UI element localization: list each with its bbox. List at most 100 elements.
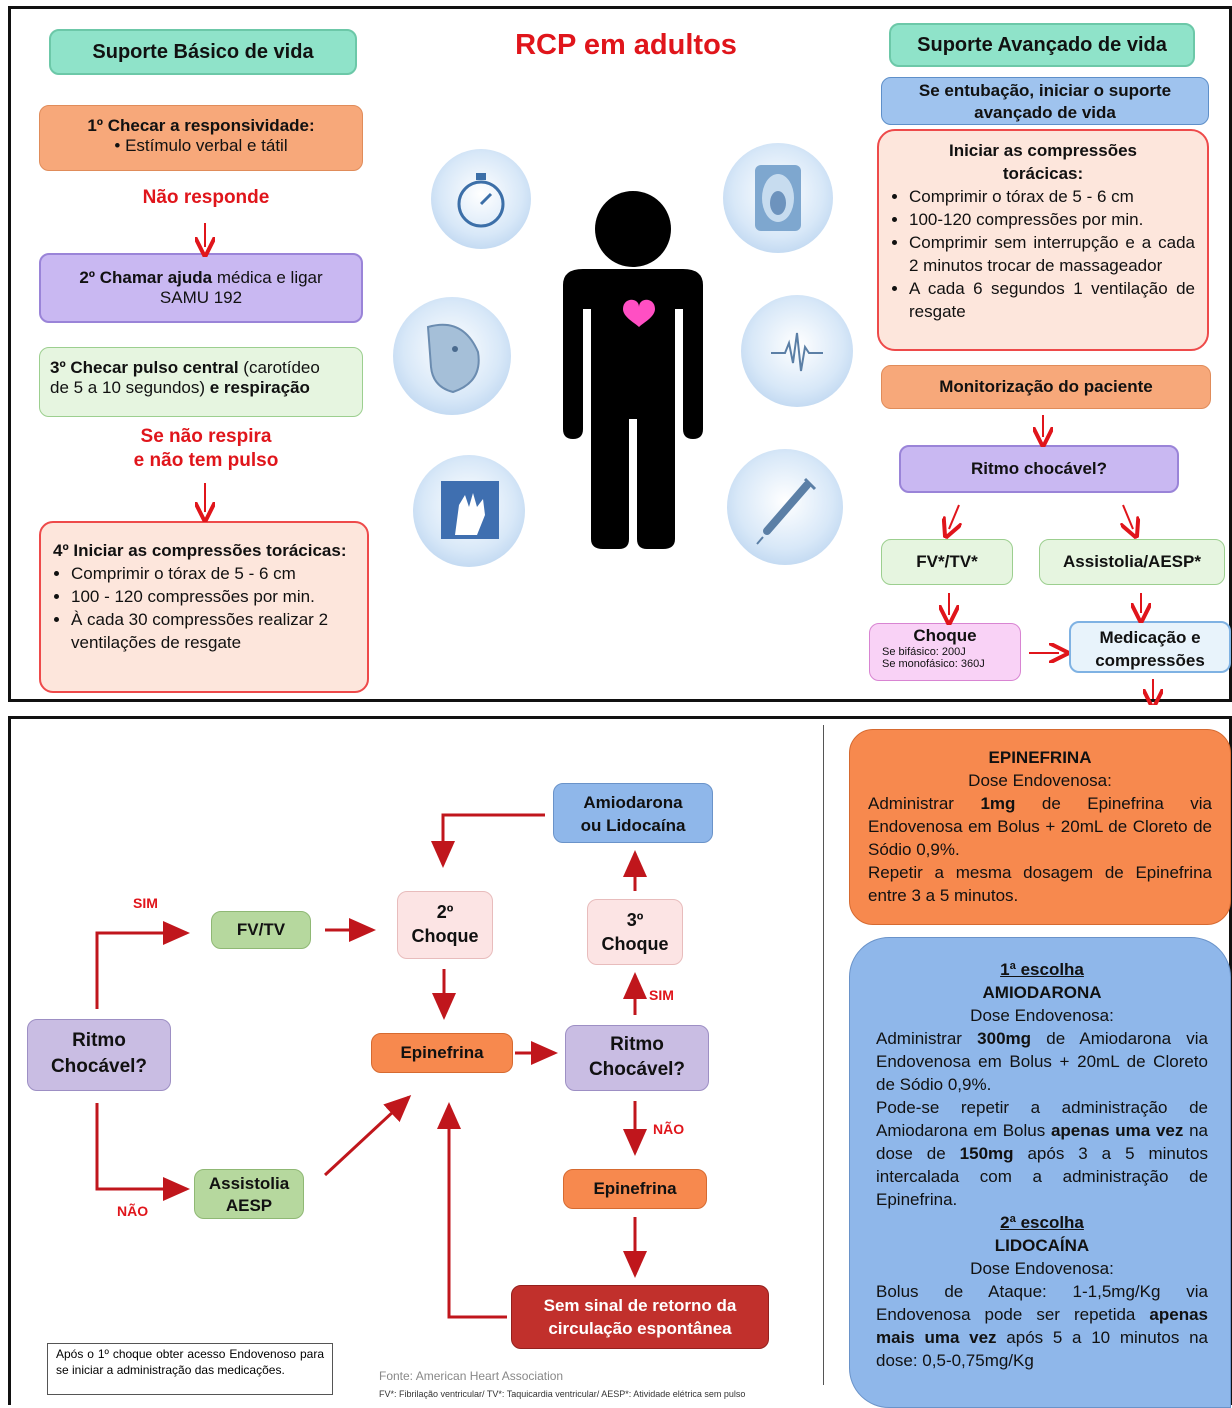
step3-bold1: 3º Checar pulso central: [50, 358, 239, 377]
rhythm-2-line1: Ritmo: [610, 1034, 664, 1055]
amiodarone-title: AMIODARONA: [982, 983, 1102, 1002]
medication-line2: compressões: [1095, 651, 1205, 670]
lidocaine-dose: Dose Endovenosa:: [970, 1259, 1114, 1278]
compressions-title: Iniciar as compressões torácicas:: [948, 141, 1138, 183]
second-shock-line2: Choque: [411, 926, 479, 946]
step4-item: À cada 30 compressões realizar 2 ventila…: [71, 608, 359, 654]
shock-title: Choque: [913, 626, 977, 645]
fvtv-bottom-box: FV/TV: [211, 911, 311, 949]
step2-line2: SAMU 192: [159, 288, 243, 307]
epinephrine-box-1: Epinefrina: [371, 1033, 513, 1073]
asystole-bottom-box: Assistolia AESP: [194, 1169, 304, 1219]
step4-box: 4º Iniciar as compressões torácicas: Com…: [39, 521, 369, 693]
step3-rest1: (carotídeo: [238, 358, 320, 377]
human-figure-icon: [563, 191, 703, 549]
rhythm-box-1: Ritmo Chocável?: [27, 1019, 171, 1091]
compressions-item: Comprimir sem interrupção e a cada 2 min…: [909, 231, 1195, 277]
shockable-rhythm-box: Ritmo chocável?: [899, 445, 1179, 493]
no-rosc-box: Sem sinal de retorno da circulação espon…: [511, 1285, 769, 1349]
xray-icon-svg: [755, 165, 801, 231]
step4-title: 4º Iniciar as compressões torácicas:: [53, 541, 347, 560]
amio-p2-bold2: 150mg: [959, 1144, 1014, 1163]
epinephrine-info-p1: Administrar 1mg de Epinefrina via Endove…: [868, 792, 1212, 861]
syringe-icon: [727, 449, 843, 565]
compressions-item: 100-120 compressões por min.: [909, 208, 1195, 231]
rhythm-2-line2: Chocável?: [588, 1059, 686, 1080]
rhythm-1-line2: Chocável?: [50, 1056, 148, 1077]
intubation-box: Se entubação, iniciar o suporte avançado…: [881, 77, 1209, 125]
vertical-divider: [823, 725, 824, 1385]
epinephrine-info-p2: Repetir a mesma dosagem de Epinefrina en…: [868, 863, 1212, 905]
shock-box: Choque Se bifásico: 200J Se monofásico: …: [869, 623, 1021, 681]
compressions-item: Comprimir o tórax de 5 - 6 cm: [909, 185, 1195, 208]
amiodarone-box: Amiodarona ou Lidocaína: [553, 783, 713, 843]
no-rosc-line1: Sem sinal de retorno da: [543, 1296, 737, 1315]
asystole-line2: AESP: [225, 1196, 273, 1215]
medication-line1: Medicação e: [1099, 628, 1201, 647]
step3-box: 3º Checar pulso central (carotídeo de 5 …: [39, 347, 363, 417]
step3-line1: 3º Checar pulso central (carotídeo: [50, 358, 362, 378]
arrow-rhythm-asystole: [1123, 504, 1133, 529]
cpr-hands-icon-svg: [441, 481, 499, 539]
rhythm-box-2: Ritmo Chocável?: [565, 1025, 709, 1091]
step1-title: 1º Checar a responsividade:: [87, 116, 315, 135]
lido-p1-pre: Bolus de Ataque: 1-1,5mg/Kg via Endoveno…: [876, 1282, 1208, 1324]
amiodarone-p1: Administrar 300mg de Amiodarona via Endo…: [876, 1027, 1208, 1096]
third-shock-line2: Choque: [601, 934, 669, 954]
second-shock-box: 2º Choque: [397, 891, 493, 959]
step2-line1: 2º Chamar ajuda médica e ligar: [41, 268, 361, 288]
step3-line2: de 5 a 10 segundos) e respiração: [50, 378, 362, 398]
amiodarone-line1: Amiodarona: [583, 793, 683, 812]
ecg-icon: [741, 295, 853, 407]
cpr-hands-icon: [413, 455, 525, 567]
fvtv-box: FV*/TV*: [881, 539, 1013, 585]
amio-p1-pre: Administrar: [876, 1029, 978, 1048]
arrow-norosc-epi: [437, 1102, 507, 1319]
step2-bold: 2º Chamar ajuda: [79, 268, 213, 287]
asystole-box: Assistolia/AESP*: [1039, 539, 1225, 585]
shock-line2: Se monofásico: 360J: [882, 658, 985, 670]
step3-bold2: e respiração: [209, 378, 310, 397]
top-panel: RCP em adultos Suporte Básico de vida 1º…: [8, 6, 1232, 702]
epinephrine-info-title: EPINEFRINA: [988, 748, 1092, 767]
amio-p2-post: após 3 a 5 minutos intercalada com a adm…: [876, 1144, 1208, 1209]
page-title: RCP em adultos: [515, 29, 737, 61]
epinephrine-box-2: Epinefrina: [563, 1169, 707, 1209]
advanced-support-header: Suporte Avançado de vida: [889, 23, 1195, 67]
amio-p2-bold1: apenas uma vez: [1050, 1121, 1184, 1140]
rhythm-1-line1: Ritmo: [72, 1030, 126, 1051]
step1-bullet: • Estímulo verbal e tátil: [114, 136, 288, 155]
basic-support-header: Suporte Básico de vida: [49, 29, 357, 75]
note-box: Após o 1º choque obter acesso Endovenoso…: [47, 1343, 333, 1395]
xray-icon: [723, 143, 833, 253]
stopwatch-icon-svg: [457, 173, 505, 228]
arrow-rhythm-sim: [95, 921, 190, 1009]
compressions-box: Iniciar as compressões torácicas: Compri…: [877, 129, 1209, 351]
compressions-item: A cada 6 segundos 1 ventilação de resgat…: [909, 277, 1195, 323]
epinephrine-info-dose: Dose Endovenosa:: [968, 771, 1112, 790]
footnote-text: FV*: Fibrilação ventricular/ TV*: Taquic…: [379, 1389, 746, 1399]
sim-label-1: SIM: [133, 895, 158, 911]
face-icon: [393, 297, 511, 415]
source-text: Fonte: American Heart Association: [379, 1369, 564, 1383]
compressions-list: Comprimir o tórax de 5 - 6 cm 100-120 co…: [891, 185, 1195, 323]
stopwatch-icon: [431, 149, 531, 249]
third-shock-line1: 3º: [626, 910, 644, 930]
lidocaine-title: LIDOCAÍNA: [994, 1236, 1090, 1255]
nao-label-2: NÃO: [653, 1121, 685, 1137]
step2-rest: médica e ligar: [212, 268, 323, 287]
step4-item: 100 - 120 compressões por min.: [71, 585, 359, 608]
no-rosc-line2: circulação espontânea: [548, 1319, 732, 1338]
amiodarone-info-box: 1ª escolha AMIODARONA Dose Endovenosa: A…: [849, 937, 1231, 1408]
epi-p1-bold: 1mg: [980, 794, 1016, 813]
third-shock-box: 3º Choque: [587, 899, 683, 965]
epi-p1-post: de Epinefrina via Endovenosa em Bolus + …: [868, 794, 1212, 859]
lido-p1-post: após 5 a 10 minutos na dose: 0,5-0,75mg/…: [876, 1328, 1208, 1370]
choice2-label: 2ª escolha: [1000, 1213, 1084, 1232]
epinephrine-info-box: EPINEFRINA Dose Endovenosa: Administrar …: [849, 729, 1231, 925]
medication-box: Medicação e compressões: [1069, 621, 1231, 673]
amio-p1-post: de Amiodarona via Endovenosa em Bolus + …: [876, 1029, 1209, 1094]
bottom-panel: Ritmo Chocável? FV/TV Assistolia AESP 2º…: [8, 716, 1232, 1408]
step2-box: 2º Chamar ajuda médica e ligar SAMU 192: [39, 253, 363, 323]
arrow-rhythm-nao: [95, 1103, 190, 1201]
